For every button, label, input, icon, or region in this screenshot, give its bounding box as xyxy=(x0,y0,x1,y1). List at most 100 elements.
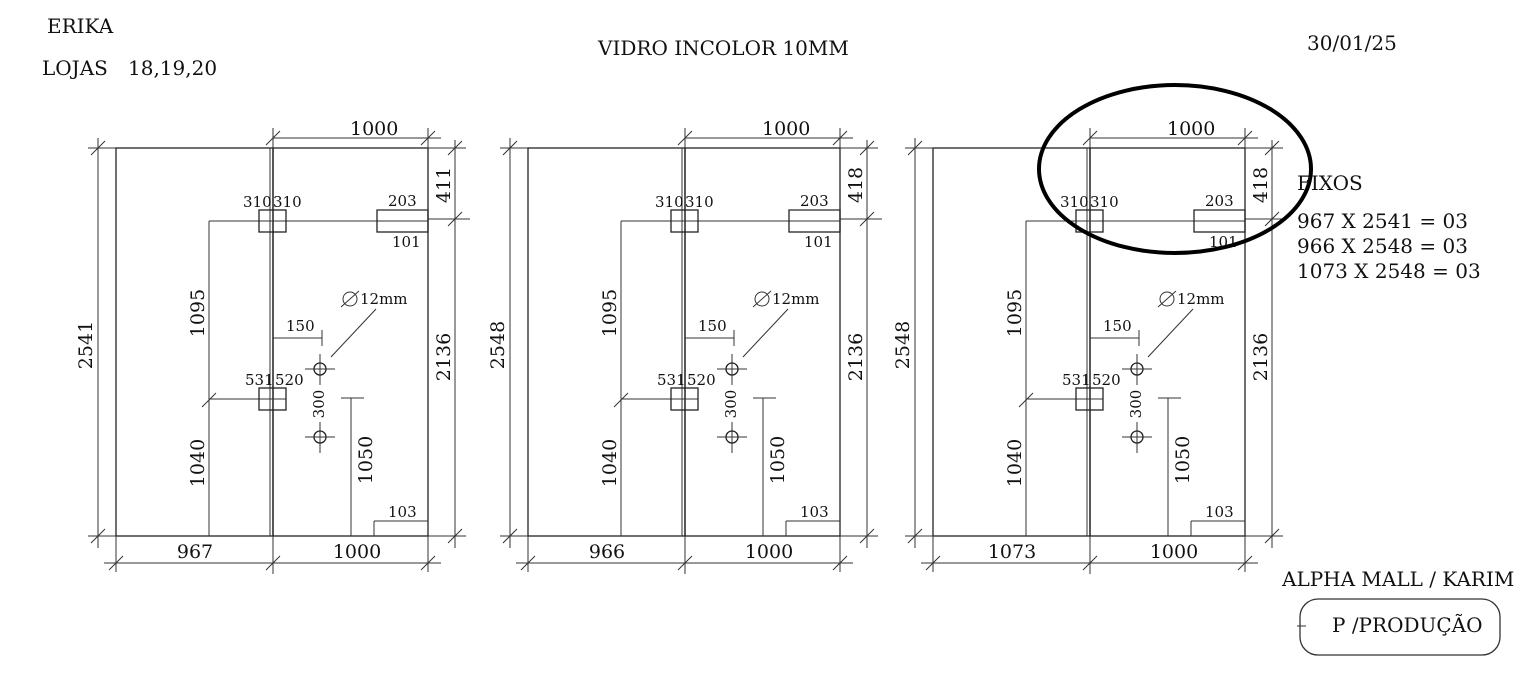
dimension-tick xyxy=(520,555,536,571)
dimension-tick xyxy=(420,555,436,571)
handle-height-label: 1050 xyxy=(1172,436,1194,484)
top-hinge-cutout xyxy=(1075,209,1104,233)
lower-span-label: 1040 xyxy=(599,439,621,487)
hole-spacing-label: 300 xyxy=(310,390,328,419)
diameter-label: 12mm xyxy=(1177,290,1225,308)
dimension-tick xyxy=(1264,211,1280,227)
bottom-notch-label: 103 xyxy=(388,503,417,521)
diameter-symbol xyxy=(1159,291,1175,307)
dimension-tick xyxy=(832,555,848,571)
dimension-tick xyxy=(1018,392,1034,408)
lower-span-label: 1040 xyxy=(187,439,209,487)
stores-value: 18,19,20 xyxy=(128,56,217,80)
top-hinge-right-label: 310 xyxy=(685,193,714,211)
production-stamp-text: P /PRODUÇÃO xyxy=(1332,613,1483,637)
dimension-tick xyxy=(201,392,217,408)
bottom-notch-label: 103 xyxy=(1205,503,1234,521)
dimension-tick xyxy=(907,528,923,544)
lower-hinge-right-label: 520 xyxy=(687,371,716,389)
lower-hinge-left-label: 531 xyxy=(1062,371,1091,389)
dimension-tick xyxy=(859,211,875,227)
door-width-label: 1000 xyxy=(333,541,381,563)
diameter-label: 12mm xyxy=(360,290,408,308)
lower-hinge-left-label: 531 xyxy=(657,371,686,389)
project-name: ALPHA MALL / KARIM xyxy=(1281,567,1514,591)
fixed-width-label: 967 xyxy=(177,541,213,563)
door-height-label: 2136 xyxy=(845,333,867,381)
top-width-label: 1000 xyxy=(762,118,810,140)
lock-width-label: 203 xyxy=(388,192,417,210)
hole-1-circle xyxy=(313,362,327,376)
hole-1-circle xyxy=(725,362,739,376)
top-hinge-cutout xyxy=(670,209,699,233)
door-height-label: 2136 xyxy=(433,333,455,381)
diameter-label: 12mm xyxy=(772,290,820,308)
hole-spacing-label: 300 xyxy=(722,390,740,419)
lower-span-label: 1040 xyxy=(1004,439,1026,487)
dimension-tick xyxy=(1264,140,1280,156)
lower-hinge-cutout xyxy=(1075,387,1104,411)
dimension-tick xyxy=(1237,130,1253,146)
diameter-symbol-slash xyxy=(340,290,360,308)
diameter-leader xyxy=(330,308,377,358)
production-stamp-box xyxy=(1299,598,1501,656)
hole-2-circle xyxy=(313,430,327,444)
upper-span-label: 1095 xyxy=(1004,289,1026,337)
dimension-tick xyxy=(1082,130,1098,146)
fixos-line-1: 967 X 2541 = 03 xyxy=(1297,209,1468,233)
dimension-tick xyxy=(832,130,848,146)
offset-150-label: 150 xyxy=(286,317,315,335)
lower-hinge-cutout xyxy=(670,387,699,411)
top-offset-label: 418 xyxy=(845,167,867,203)
diameter-leader xyxy=(742,308,789,358)
dimension-tick xyxy=(859,140,875,156)
hole-spacing-label: 300 xyxy=(1127,390,1145,419)
dimension-tick xyxy=(502,528,518,544)
dimension-tick xyxy=(265,130,281,146)
top-hinge-right-label: 310 xyxy=(273,193,302,211)
hole-2-circle xyxy=(1130,430,1144,444)
dimension-tick xyxy=(447,211,463,227)
drawing-date: 30/01/25 xyxy=(1307,31,1397,55)
handle-height-label: 1050 xyxy=(355,436,377,484)
hole-2-circle xyxy=(725,430,739,444)
top-hinge-left-label: 310 xyxy=(1060,193,1089,211)
diameter-symbol xyxy=(342,291,358,307)
top-hinge-left-label: 310 xyxy=(243,193,272,211)
dimension-tick xyxy=(447,528,463,544)
dimension-tick xyxy=(677,555,693,571)
dimension-tick xyxy=(1264,528,1280,544)
top-hinge-right-label: 310 xyxy=(1090,193,1119,211)
dimension-tick xyxy=(859,528,875,544)
dimension-tick xyxy=(265,555,281,571)
highlight-ellipse xyxy=(1037,83,1313,255)
dimension-tick xyxy=(108,555,124,571)
top-width-label: 1000 xyxy=(350,118,398,140)
lock-height-label: 101 xyxy=(392,233,421,251)
door-width-label: 1000 xyxy=(1150,541,1198,563)
fixed-width-label: 966 xyxy=(589,541,625,563)
bottom-notch-label: 103 xyxy=(800,503,829,521)
dimension-tick xyxy=(90,140,106,156)
diameter-leader xyxy=(1147,308,1194,358)
offset-150-label: 150 xyxy=(698,317,727,335)
total-height-label: 2548 xyxy=(487,321,509,369)
fixos-title: FIXOS xyxy=(1297,171,1363,195)
dimension-tick xyxy=(907,140,923,156)
client-name: ERIKA xyxy=(47,14,114,38)
offset-150-label: 150 xyxy=(1103,317,1132,335)
dimension-tick xyxy=(1082,555,1098,571)
dimension-tick xyxy=(925,555,941,571)
lower-hinge-left-label: 531 xyxy=(245,371,274,389)
total-height-label: 2548 xyxy=(892,321,914,369)
lock-width-label: 203 xyxy=(800,192,829,210)
top-offset-label: 418 xyxy=(1250,167,1272,203)
top-hinge-left-label: 310 xyxy=(655,193,684,211)
total-height-label: 2541 xyxy=(75,321,97,369)
top-offset-label: 411 xyxy=(433,167,455,203)
diameter-symbol-slash xyxy=(752,290,772,308)
